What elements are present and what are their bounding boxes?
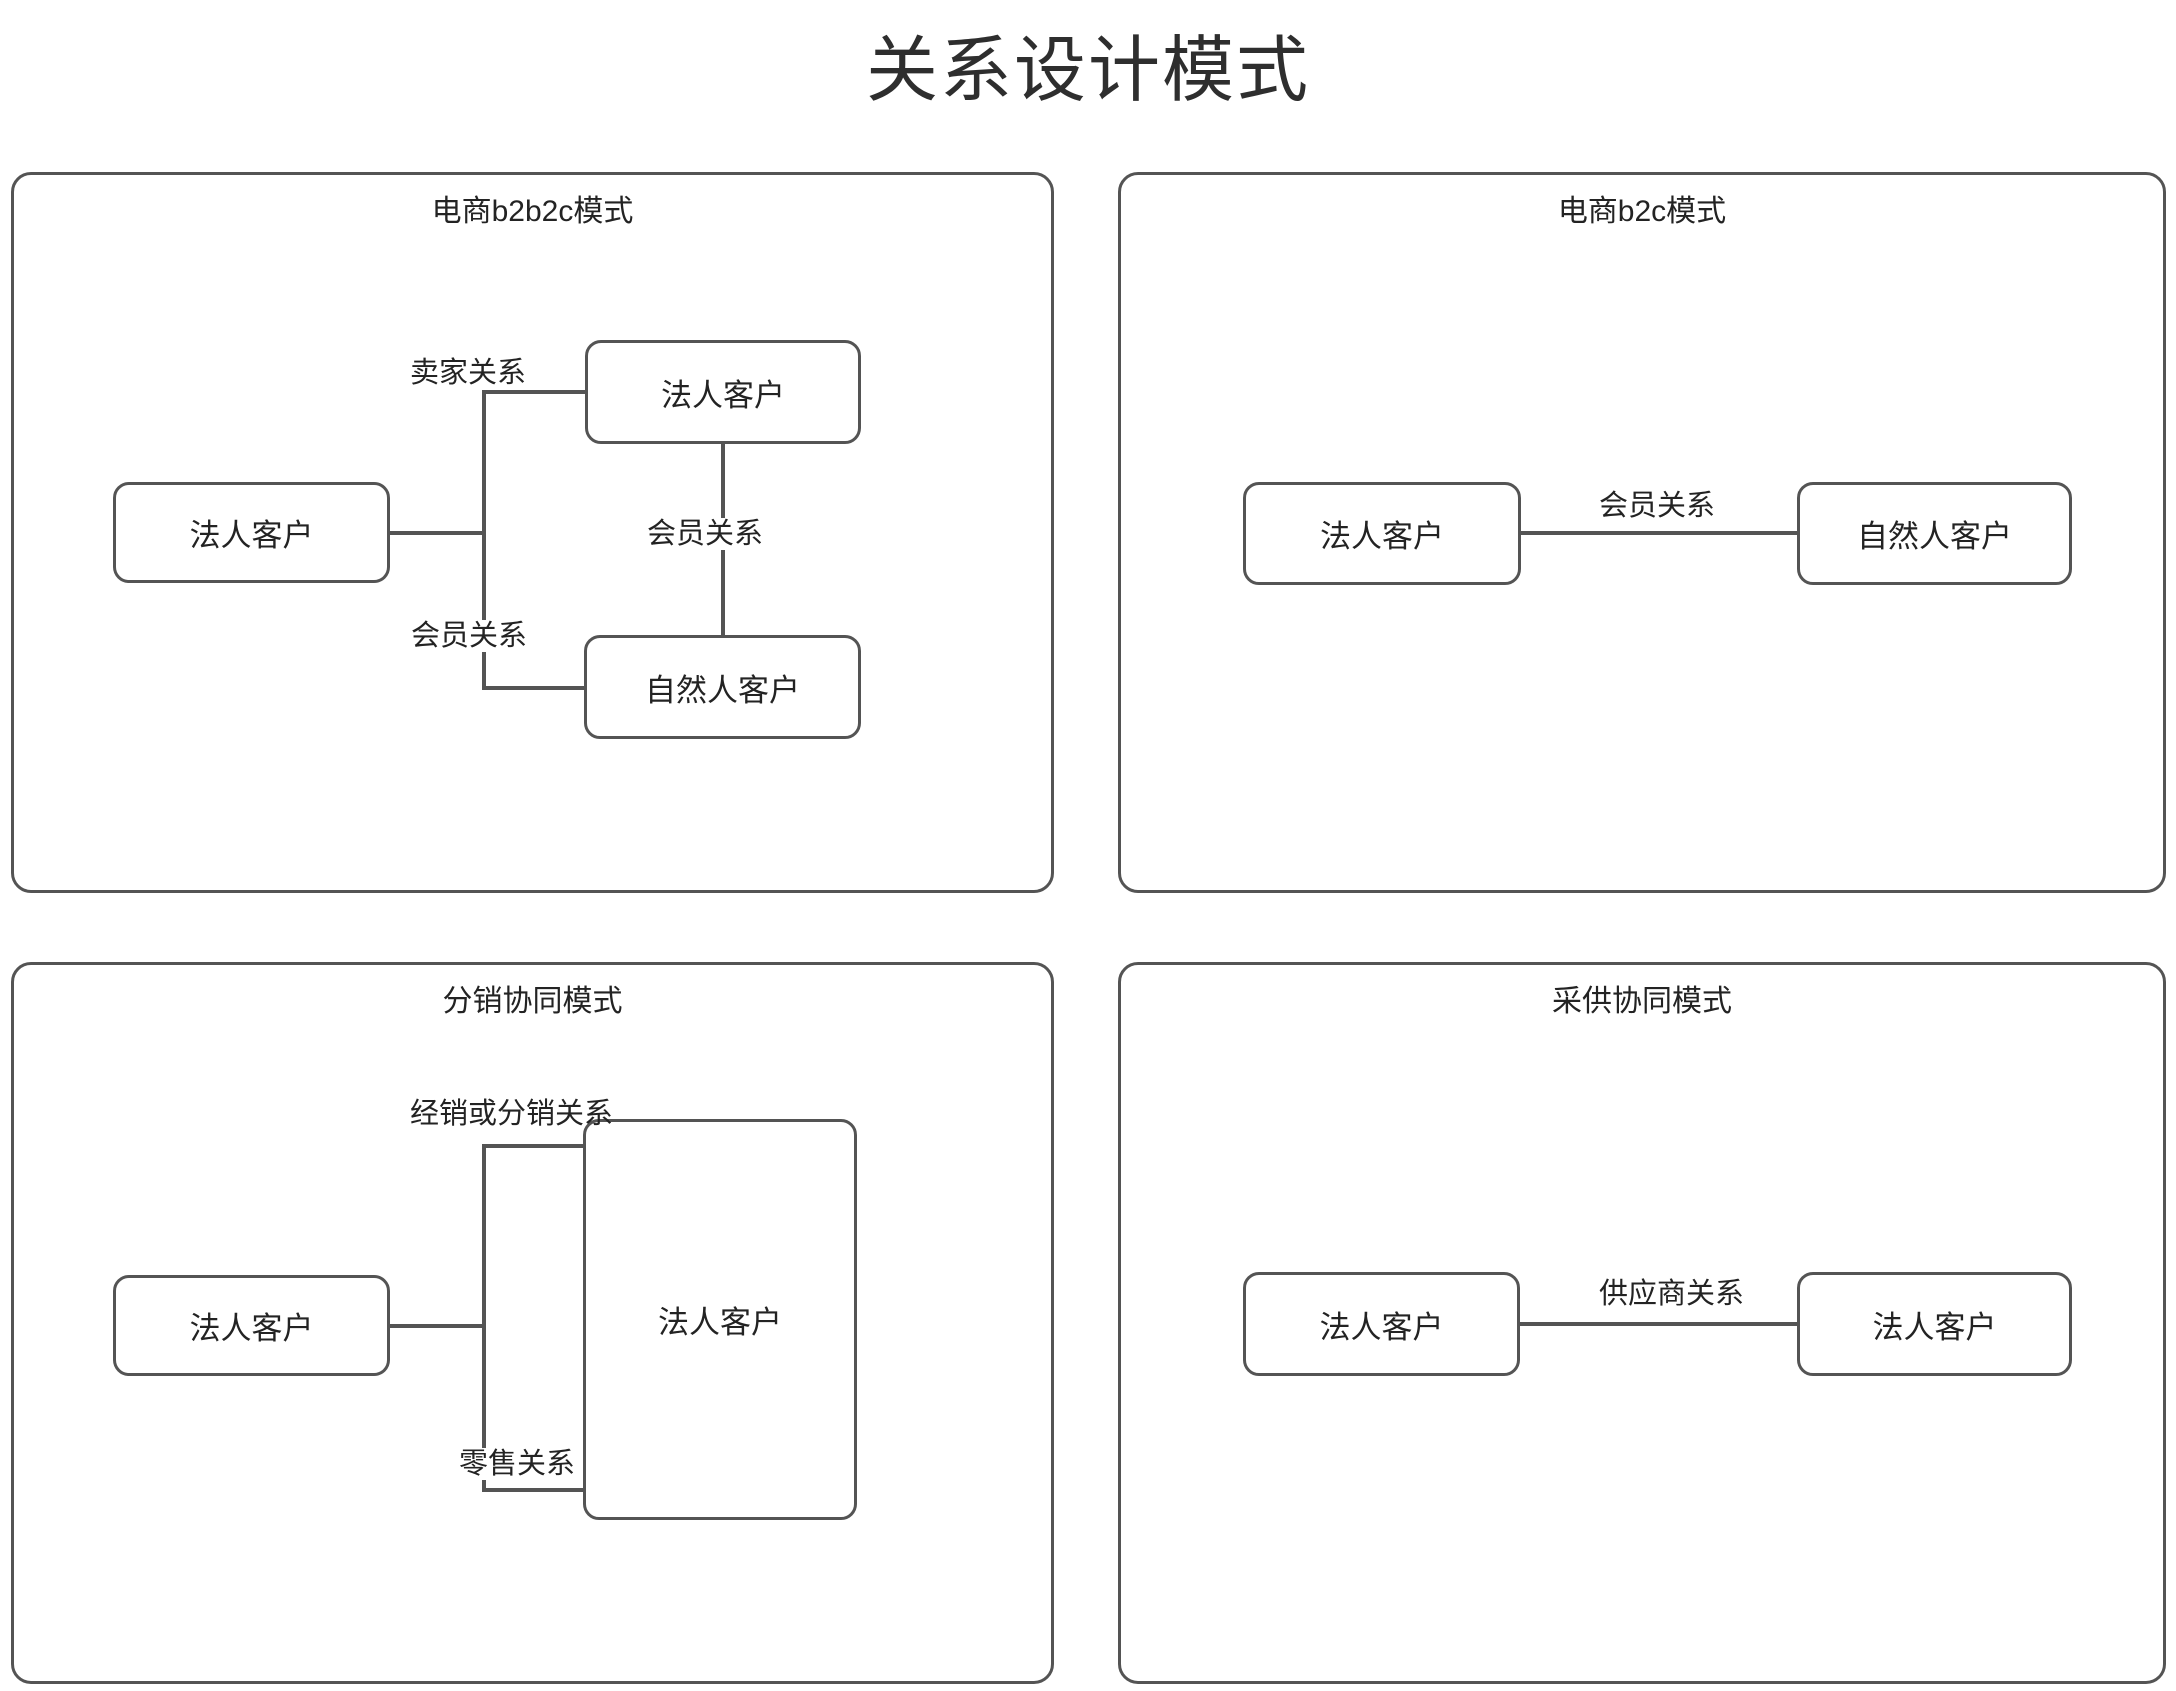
edge-label-supplier-relation: 供应商关系 [1597, 1278, 1747, 1310]
connector-seller-branch [482, 390, 585, 394]
node-corporate-customer-left: 法人客户 [1243, 1272, 1520, 1376]
connector-member [1521, 531, 1797, 535]
node-label: 法人客户 [1320, 519, 1444, 554]
node-individual-customer: 自然人客户 [1797, 482, 2072, 585]
connector-left-to-bus [390, 531, 485, 535]
connector-member-branch [482, 686, 584, 690]
panel-distribution-title: 分销协同模式 [442, 985, 623, 1018]
node-label: 法人客户 [1872, 1309, 1997, 1345]
panel-b2b2c-title: 电商b2b2c模式 [431, 195, 634, 228]
edge-label-retail-relation: 零售关系 [457, 1448, 578, 1480]
panel-b2c: 电商b2c模式 法人客户 自然人客户 会员关系 [1118, 172, 2166, 893]
panel-procurement: 采供协同模式 法人客户 法人客户 供应商关系 [1118, 962, 2166, 1684]
connector-distribution-branch [482, 1144, 583, 1148]
node-corporate-customer-right: 法人客户 [1797, 1272, 2072, 1376]
edge-label-seller-relation: 卖家关系 [408, 357, 529, 389]
node-corporate-customer-left: 法人客户 [113, 1275, 390, 1376]
connector-left-to-bus [390, 1324, 485, 1328]
node-label: 自然人客户 [645, 672, 800, 708]
node-label: 法人客户 [658, 1305, 782, 1340]
edge-label-member-relation-vertical: 会员关系 [645, 518, 766, 550]
edge-label-member-relation: 会员关系 [1597, 490, 1718, 522]
connector-bus-vertical [482, 1144, 486, 1492]
node-corporate-customer-left: 法人客户 [113, 482, 390, 583]
connector-retail-branch [482, 1488, 583, 1492]
panel-b2c-title: 电商b2c模式 [1557, 195, 1727, 228]
connector-bus-vertical [482, 390, 486, 690]
node-corporate-customer: 法人客户 [1243, 482, 1521, 585]
connector-supplier [1520, 1322, 1797, 1326]
node-label: 法人客户 [189, 518, 314, 553]
node-corporate-customer-top: 法人客户 [585, 340, 861, 444]
node-individual-customer: 自然人客户 [584, 635, 861, 739]
panel-b2b2c: 电商b2b2c模式 法人客户 法人客户 自然人客户 卖家关系 会员关系 会员关系 [11, 172, 1054, 893]
panel-procurement-title: 采供协同模式 [1552, 985, 1732, 1018]
node-label: 自然人客户 [1857, 519, 2012, 554]
edge-label-distribution-relation: 经销或分销关系 [410, 1098, 614, 1130]
node-label: 法人客户 [661, 377, 785, 413]
page-title: 关系设计模式 [865, 31, 1310, 111]
edge-label-member-relation-branch: 会员关系 [409, 620, 530, 652]
node-corporate-customer-large: 法人客户 [583, 1119, 857, 1520]
node-label: 法人客户 [1319, 1309, 1444, 1345]
node-label: 法人客户 [189, 1311, 314, 1346]
panel-distribution: 分销协同模式 法人客户 法人客户 经销或分销关系 零售关系 [11, 962, 1054, 1684]
